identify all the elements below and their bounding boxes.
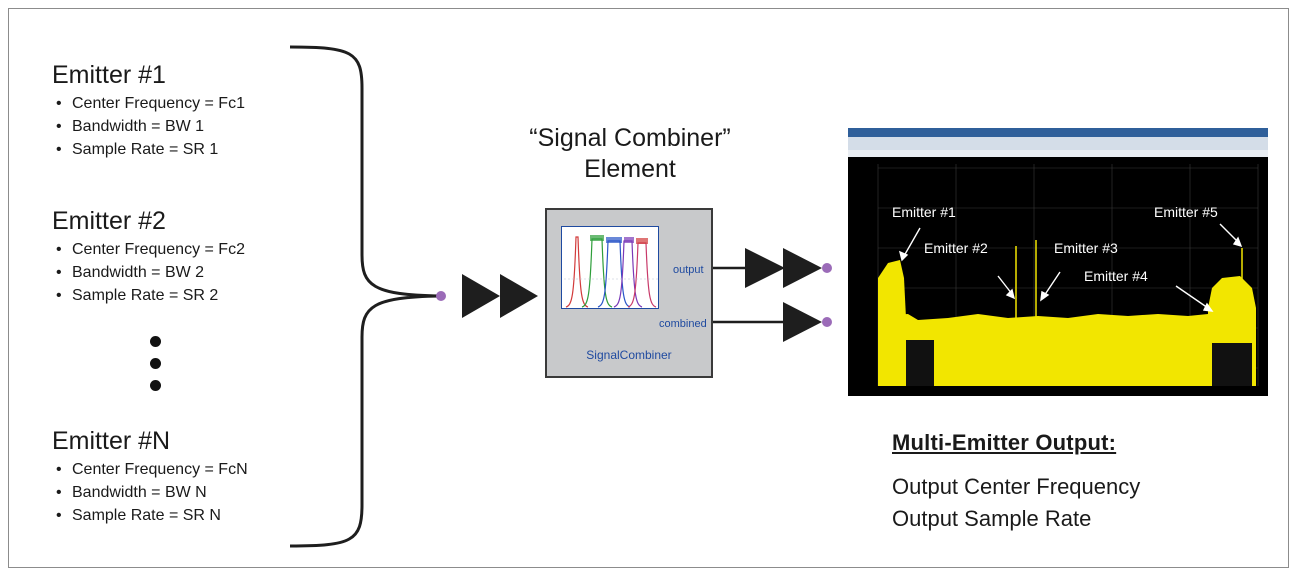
brace-port-dot xyxy=(436,291,446,301)
multi-emitter-output-heading: Multi-Emitter Output: xyxy=(892,430,1117,455)
analyzer-label-emitter-1: Emitter #1 xyxy=(892,204,956,220)
analyzer-label-emitter-2: Emitter #2 xyxy=(924,240,988,256)
output-center-frequency-label: Output Center Frequency xyxy=(892,474,1141,499)
emitter-2-sample-rate: •Sample Rate = SR 2 xyxy=(56,287,219,304)
analyzer-label-emitter-5: Emitter #5 xyxy=(1154,204,1218,220)
emitter-1-sample-rate: •Sample Rate = SR 1 xyxy=(56,141,219,158)
emitter-1-group: Emitter #1 •Center Frequency = Fc1 •Band… xyxy=(52,60,245,161)
signal-combiner-title-line2: Element xyxy=(584,155,676,183)
emitter-n-group: Emitter #N •Center Frequency = FcN •Band… xyxy=(52,426,248,527)
emitter-n-title: Emitter #N xyxy=(52,427,171,455)
analyzer-tabbar xyxy=(848,150,1268,157)
input-arrow-1 xyxy=(462,274,500,318)
diagram-frame xyxy=(8,8,1289,568)
emitter-2-center-frequency: •Center Frequency = Fc2 xyxy=(56,241,245,258)
ellipsis-dots xyxy=(150,336,161,402)
signal-combiner-block-name: SignalCombiner xyxy=(586,348,672,362)
spectrum-plot xyxy=(877,164,1259,386)
signal-combiner-title: “Signal Combiner” Element xyxy=(500,123,760,185)
emitter-1-title: Emitter #1 xyxy=(52,61,166,89)
signal-combiner-block[interactable]: output combined SignalCombiner xyxy=(545,208,713,378)
output-port-dot xyxy=(822,263,832,273)
ellipsis-dot xyxy=(150,336,161,347)
analyzer-label-emitter-4: Emitter #4 xyxy=(1084,268,1148,284)
spectrum-noise-floor xyxy=(878,314,1208,386)
emitter-2-bandwidth: •Bandwidth = BW 2 xyxy=(56,264,205,281)
output-sample-rate-label: Output Sample Rate xyxy=(892,506,1092,531)
ellipsis-dot xyxy=(150,380,161,391)
ellipsis-dot xyxy=(150,358,161,369)
emitter-brace xyxy=(289,45,441,548)
signal-combiner-title-line1: “Signal Combiner” xyxy=(529,124,731,152)
emitter-n-bandwidth: •Bandwidth = BW N xyxy=(56,484,207,501)
analyzer-titlebar xyxy=(848,128,1268,137)
combiner-thumbnail-image xyxy=(561,226,659,309)
combined-arrow xyxy=(783,302,822,342)
emitter-1-bandwidth: •Bandwidth = BW 1 xyxy=(56,118,205,135)
emitter-2-group: Emitter #2 •Center Frequency = Fc2 •Band… xyxy=(52,206,245,307)
port-label-combined: combined xyxy=(659,318,707,330)
combined-port-dot xyxy=(822,317,832,327)
emitter-n-center-frequency: •Center Frequency = FcN xyxy=(56,461,248,478)
emitter-2-title: Emitter #2 xyxy=(52,207,166,235)
input-arrow-2 xyxy=(500,274,538,318)
spectrum-emitter-1 xyxy=(878,260,906,386)
output-arrow-2 xyxy=(783,248,822,288)
analyzer-label-emitter-3: Emitter #3 xyxy=(1054,240,1118,256)
emitter-n-sample-rate: •Sample Rate = SR N xyxy=(56,507,221,524)
spectrum-analyzer-screenshot: Emitter #1 Emitter #2 Emitter #3 Emitter… xyxy=(848,128,1268,396)
emitter-1-center-frequency: •Center Frequency = Fc1 xyxy=(56,95,245,112)
port-label-output: output xyxy=(673,264,704,276)
output-arrow-1 xyxy=(745,248,785,288)
